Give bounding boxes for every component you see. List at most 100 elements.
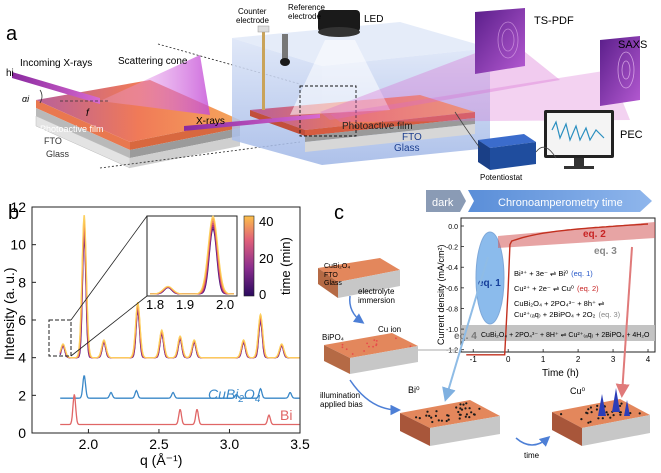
film-piece-3: Bi⁰ (400, 385, 500, 446)
particle (589, 420, 592, 423)
c-ytick-label: -1.0 (446, 327, 458, 334)
particle (409, 345, 412, 348)
particle (462, 403, 465, 406)
film1-label-cubi: CuBi₂O₄ (324, 263, 350, 270)
label-left-film: Photoactive film (40, 124, 104, 134)
label-cubi2o4: CuBi2O4 (208, 386, 261, 405)
zoom-connector-top (70, 215, 148, 321)
bi0-label: Bi⁰ (408, 385, 420, 395)
eq2-band (498, 222, 655, 248)
c-xtick-label: 4 (646, 355, 651, 364)
panel-b-letter: b (8, 202, 19, 224)
particle (458, 417, 461, 420)
saxs-detector (600, 36, 640, 106)
particle (459, 413, 462, 416)
incoming-beam (12, 72, 100, 104)
particle (464, 415, 467, 418)
b-ytick-label: 0 (18, 425, 26, 441)
c-xtick-label: 3 (611, 355, 616, 364)
left-film-side (36, 100, 130, 150)
particle (470, 411, 473, 414)
particle (605, 411, 608, 414)
particle (560, 413, 563, 416)
particle (437, 419, 440, 422)
label-left-glass: Glass (46, 149, 70, 159)
film4-side (552, 412, 582, 446)
film-piece-1: CuBi₂O₄ FTO Glass (318, 258, 400, 298)
particle (620, 402, 623, 405)
particle (606, 413, 610, 416)
label-alpha: αi (22, 94, 30, 104)
film1-side (318, 268, 338, 298)
eq1-label: eq. 1 (478, 278, 501, 289)
particle (425, 414, 428, 417)
cubi2o4-trace (60, 375, 300, 399)
c-xtick-label: 0 (506, 355, 511, 364)
colorbar-tick-40: 40 (259, 214, 273, 229)
cable-cell (454, 111, 481, 149)
b-ytick-label: 10 (10, 237, 26, 253)
particle (426, 410, 429, 413)
particle (460, 408, 464, 411)
panel-c-letter: c (334, 202, 344, 224)
particle (585, 411, 588, 414)
reference-electrode-tip (280, 58, 290, 66)
dark-arrow (426, 190, 466, 212)
tspdf-rings (497, 21, 519, 59)
label-xrays: X-rays (196, 116, 225, 127)
chrono-arrow-label: Chronoamperometry time (498, 197, 623, 209)
label-bi: Bi (280, 407, 292, 423)
b-ytick-label: 6 (18, 312, 26, 328)
cable-monitor (535, 146, 557, 159)
potentiostat-top (478, 134, 536, 148)
monitor-trace (551, 120, 605, 142)
inset-tick-3: 2.0 (216, 297, 234, 312)
particle (373, 339, 376, 342)
equation-2: Cu²⁺ + 2e⁻ ⇌ Cu⁰(eq. 2) (514, 284, 599, 293)
potentiostat-side (478, 140, 490, 170)
time-arrow (515, 436, 551, 447)
film3-front (430, 416, 500, 446)
time-label: time (524, 451, 540, 460)
particle (434, 414, 437, 417)
particle (435, 410, 438, 413)
left-fto-front (130, 128, 240, 158)
particle (638, 412, 641, 415)
particle (473, 413, 476, 416)
b-ytick-label: 12 (10, 199, 26, 215)
zoom-box (48, 319, 72, 357)
equation-3a: CuBi₂O₄ + 2PO₄³⁻ + 8h⁺ ⇌ (514, 299, 605, 308)
equation-1: Bi³⁺ + 3e⁻ ⇌ Bi⁰(eq. 1) (514, 269, 593, 278)
particle (418, 417, 421, 420)
c-ytick-label: -1.2 (446, 348, 458, 355)
label-cell-film: Photoactive film (342, 121, 413, 132)
label-left-fto: FTO (44, 136, 62, 146)
potentiostat: Potentiostat (478, 134, 536, 182)
particle (468, 416, 471, 419)
c-xtick-label: 1 (541, 355, 546, 364)
particle (351, 353, 354, 355)
label-cell-glass: Glass (394, 143, 420, 154)
b-xtick-label: 2.5 (149, 436, 169, 452)
particle (619, 404, 622, 407)
angle-arc (39, 89, 43, 104)
film4-front (582, 415, 650, 446)
led-light (290, 40, 390, 115)
particle (478, 407, 481, 410)
particle (587, 408, 590, 411)
particle (431, 420, 434, 424)
b-xtick-label: 3.0 (220, 436, 240, 452)
left-fto-layer (36, 108, 130, 158)
left-glass-front (130, 136, 240, 168)
cu0-label: Cu⁰ (570, 386, 586, 396)
b-xtick-label: 2.0 (79, 436, 99, 452)
scattering-cone (100, 55, 210, 115)
time-colorbar (243, 215, 255, 297)
b-ytick-label: 2 (18, 387, 26, 403)
led-lens (318, 27, 360, 37)
current-curve (466, 223, 649, 356)
particle (596, 404, 599, 407)
film2-front (350, 346, 418, 374)
